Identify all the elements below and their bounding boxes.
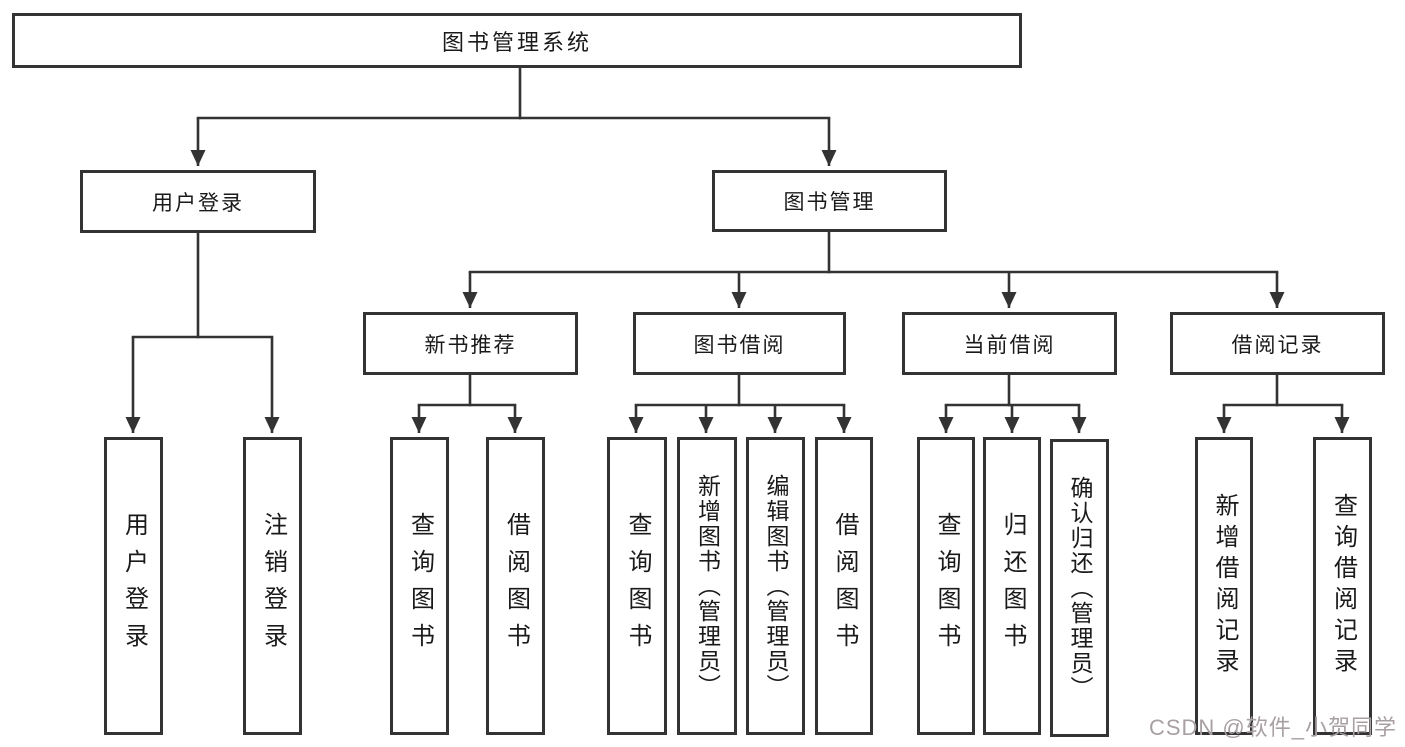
leaf-logout-label: 注销登录 xyxy=(259,512,287,660)
leaf-user-login: 用户登录 xyxy=(104,437,163,735)
edge-mgmt-to-level3 xyxy=(462,232,1285,308)
edge-records-to-leaves xyxy=(1216,375,1350,433)
node-book-borrowing: 图书借阅 xyxy=(633,312,846,375)
edge-current-to-leaves xyxy=(938,375,1087,433)
edge-root-to-level2 xyxy=(190,67,837,166)
leaf-edit-books-admin-label: 编辑图书（管理员） xyxy=(763,473,789,699)
edge-borrow-to-leaves xyxy=(628,375,852,433)
node-current-borrowing: 当前借阅 xyxy=(902,312,1117,375)
leaf-confirm-return-admin-label: 确认归还（管理员） xyxy=(1067,475,1093,701)
leaf-query-borrow-record: 查询借阅记录 xyxy=(1313,437,1372,735)
leaf-return-books-label: 归还图书 xyxy=(999,512,1026,660)
leaf-logout: 注销登录 xyxy=(243,437,302,735)
leaf-current-query-books: 查询图书 xyxy=(917,437,975,735)
leaf-add-books-admin: 新增图书（管理员） xyxy=(677,437,737,735)
leaf-newbook-query-books: 查询图书 xyxy=(390,437,449,735)
leaf-borrow-query-books-label: 查询图书 xyxy=(624,512,651,660)
leaf-query-borrow-record-label: 查询借阅记录 xyxy=(1329,493,1357,679)
leaf-current-query-books-label: 查询图书 xyxy=(933,512,960,660)
leaf-edit-books-admin: 编辑图书（管理员） xyxy=(746,437,805,735)
leaf-add-borrow-record-label: 新增借阅记录 xyxy=(1211,493,1238,679)
leaf-newbook-borrow-books-label: 借阅图书 xyxy=(502,512,530,660)
node-library-management-system: 图书管理系统 xyxy=(12,13,1022,68)
leaf-borrow-books-label: 借阅图书 xyxy=(831,512,858,660)
node-new-book-recommendation: 新书推荐 xyxy=(363,312,578,375)
edge-newbook-to-leaves xyxy=(411,375,523,433)
leaf-newbook-borrow-books: 借阅图书 xyxy=(486,437,545,735)
node-user-login: 用户登录 xyxy=(80,170,316,233)
leaf-borrow-books: 借阅图书 xyxy=(815,437,873,735)
leaf-add-books-admin-label: 新增图书（管理员） xyxy=(694,473,721,699)
leaf-return-books: 归还图书 xyxy=(983,437,1041,735)
leaf-borrow-query-books: 查询图书 xyxy=(607,437,667,735)
edge-login-to-leaves xyxy=(125,233,280,433)
leaf-add-borrow-record: 新增借阅记录 xyxy=(1195,437,1253,735)
node-borrowing-records: 借阅记录 xyxy=(1170,312,1385,375)
node-book-management: 图书管理 xyxy=(712,170,947,232)
leaf-newbook-query-books-label: 查询图书 xyxy=(406,512,434,660)
leaf-user-login-label: 用户登录 xyxy=(120,512,148,660)
leaf-confirm-return-admin: 确认归还（管理员） xyxy=(1050,439,1109,737)
